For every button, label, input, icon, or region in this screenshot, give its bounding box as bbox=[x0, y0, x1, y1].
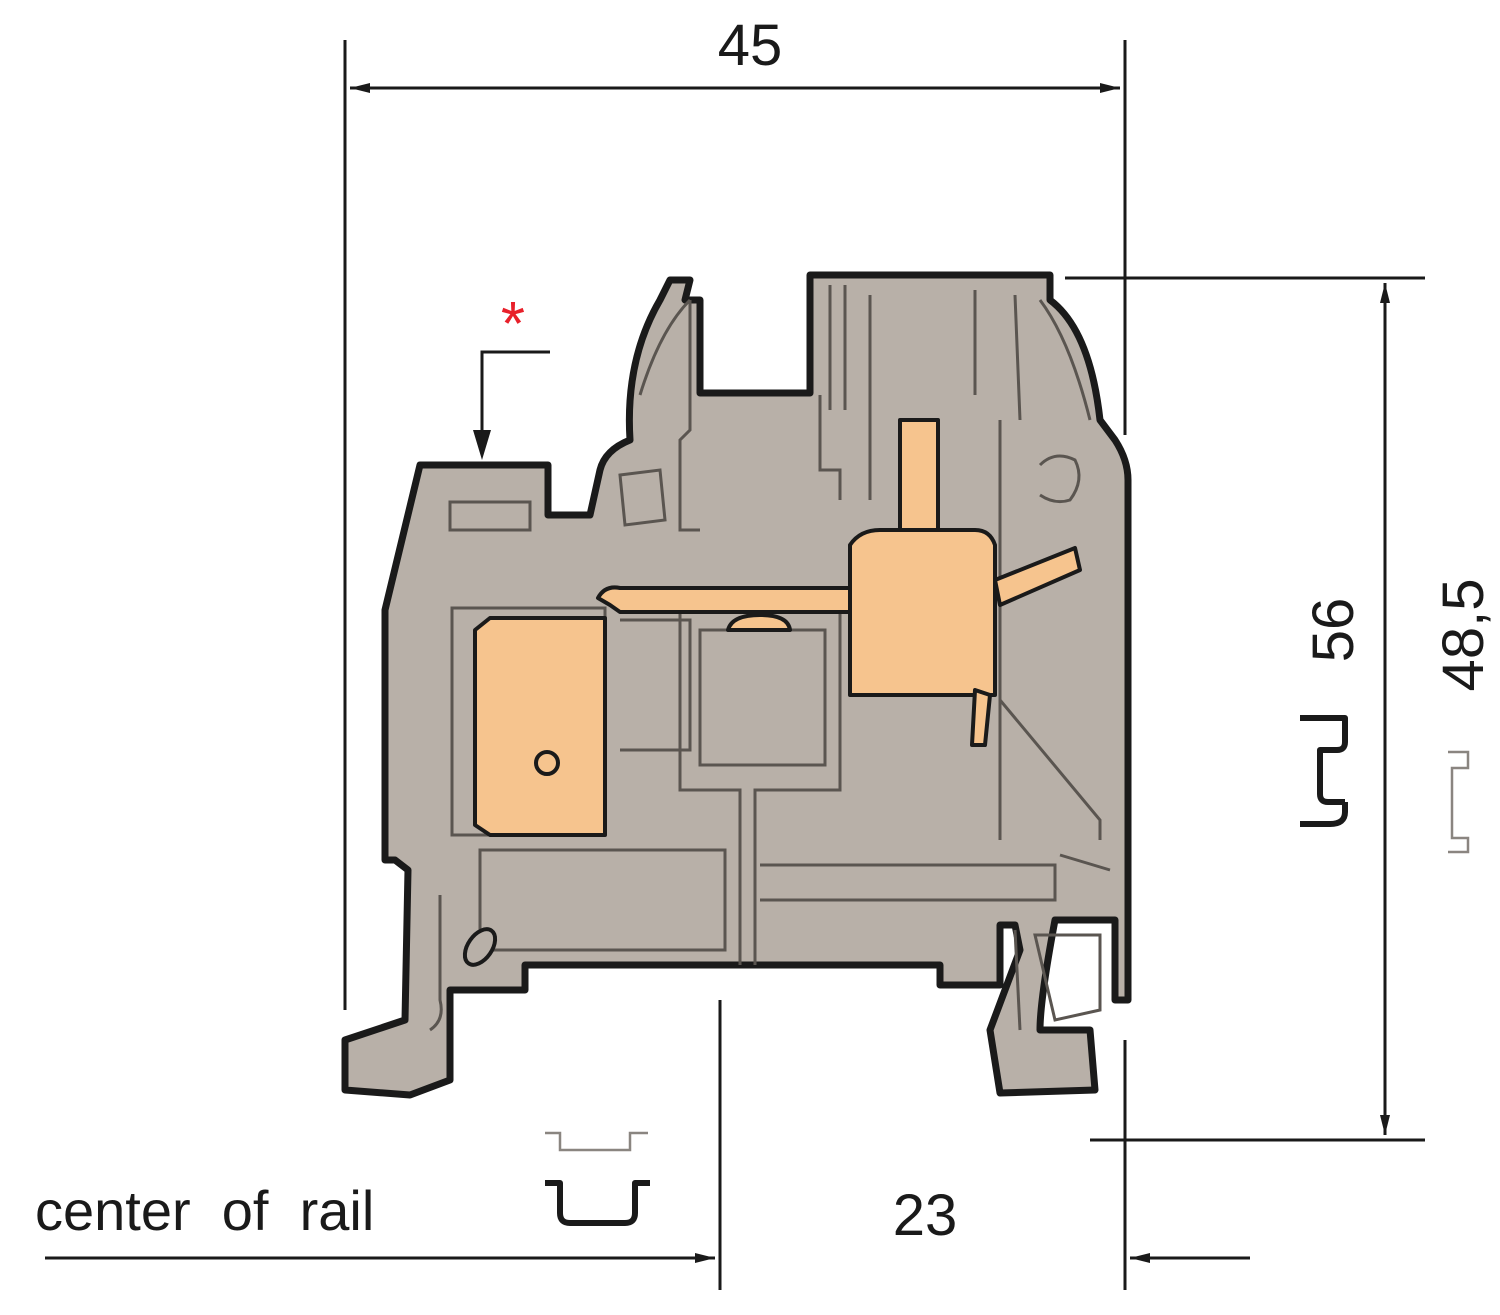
foot-hole bbox=[462, 927, 498, 967]
asterisk-leader-line bbox=[480, 350, 550, 455]
terminal-block bbox=[341, 271, 1132, 1099]
spring-lever bbox=[993, 546, 1082, 607]
dimension-height: 56 48,5 bbox=[1065, 276, 1496, 1142]
height-56-text: 56 bbox=[1301, 598, 1366, 663]
rail-profile-thick-horizontal bbox=[545, 1180, 650, 1226]
busbar bbox=[596, 585, 852, 614]
asterisk-symbol: * bbox=[501, 290, 525, 359]
rail-profile-thin-horizontal bbox=[545, 1131, 648, 1152]
center-of-rail-label: center of rail bbox=[35, 1179, 374, 1242]
housing-outline bbox=[341, 271, 1132, 1099]
marker-slot bbox=[448, 500, 532, 532]
asterisk-marker: * bbox=[473, 290, 550, 460]
right-clamp bbox=[848, 528, 997, 697]
screw-shaft bbox=[898, 418, 940, 547]
dimension-width-45: 45 bbox=[343, 13, 1127, 1010]
rail-profile-thin-vertical bbox=[1448, 750, 1470, 854]
dimension-offset-23: 23 center of rail bbox=[35, 1000, 1250, 1290]
right-spring bbox=[970, 688, 992, 747]
center-contact bbox=[726, 613, 792, 632]
clamp-hole bbox=[534, 750, 560, 776]
rail-profile-thick-vertical bbox=[1317, 715, 1348, 805]
height-48-5-text: 48,5 bbox=[1431, 579, 1496, 692]
left-clamp bbox=[473, 616, 607, 837]
width-dim-text: 45 bbox=[718, 13, 783, 78]
offset-23-text: 23 bbox=[893, 1183, 958, 1248]
